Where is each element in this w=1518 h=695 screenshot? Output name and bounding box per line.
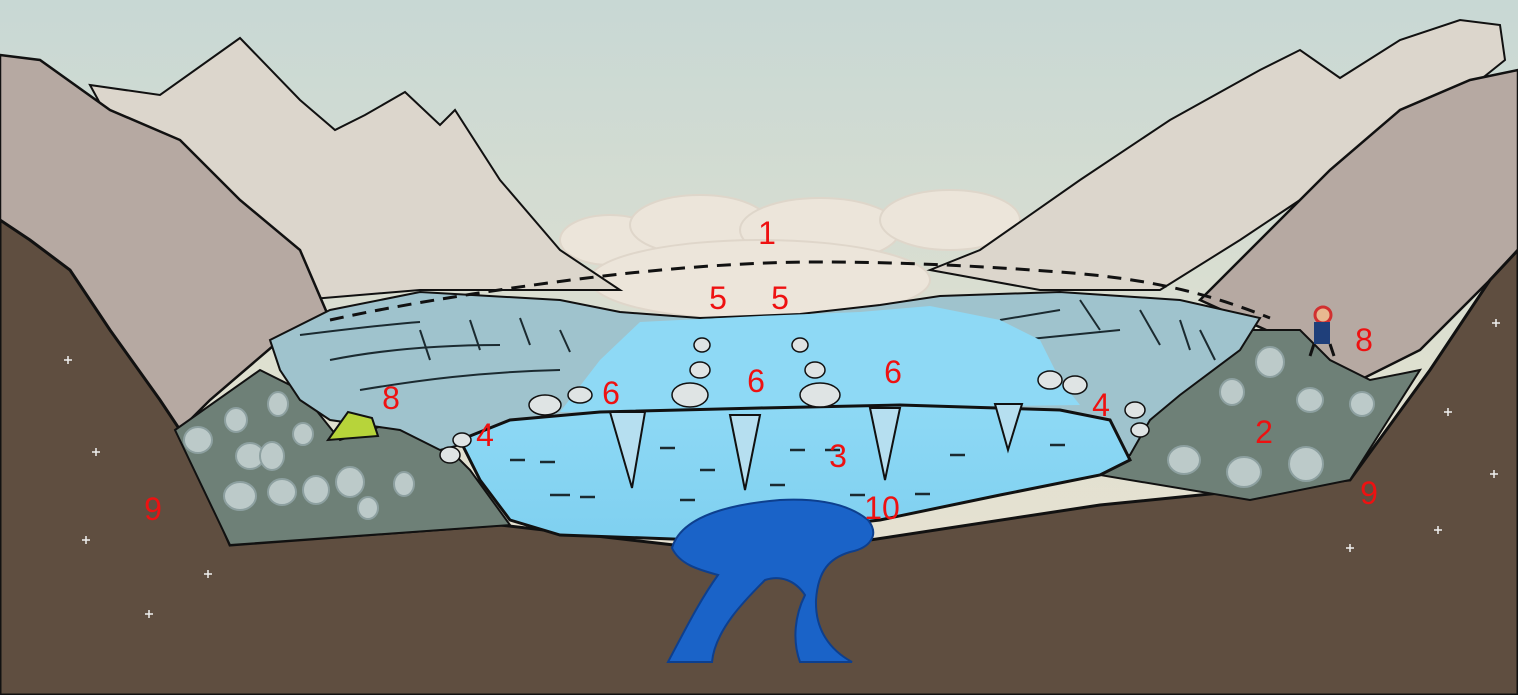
label-10: 10	[864, 492, 900, 524]
label-9-right: 9	[1360, 477, 1378, 509]
label-8-left: 8	[382, 382, 400, 414]
label-8-right: 8	[1355, 324, 1373, 356]
label-3: 3	[829, 440, 847, 472]
label-4-right: 4	[1092, 389, 1110, 421]
label-6-middle: 6	[747, 365, 765, 397]
label-4-left: 4	[476, 419, 494, 451]
label-6-left: 6	[602, 377, 620, 409]
label-2: 2	[1255, 416, 1273, 448]
label-5-left: 5	[709, 282, 727, 314]
label-5-right: 5	[771, 282, 789, 314]
label-6-right: 6	[884, 356, 902, 388]
label-9-left: 9	[144, 493, 162, 525]
label-1: 1	[758, 217, 776, 249]
